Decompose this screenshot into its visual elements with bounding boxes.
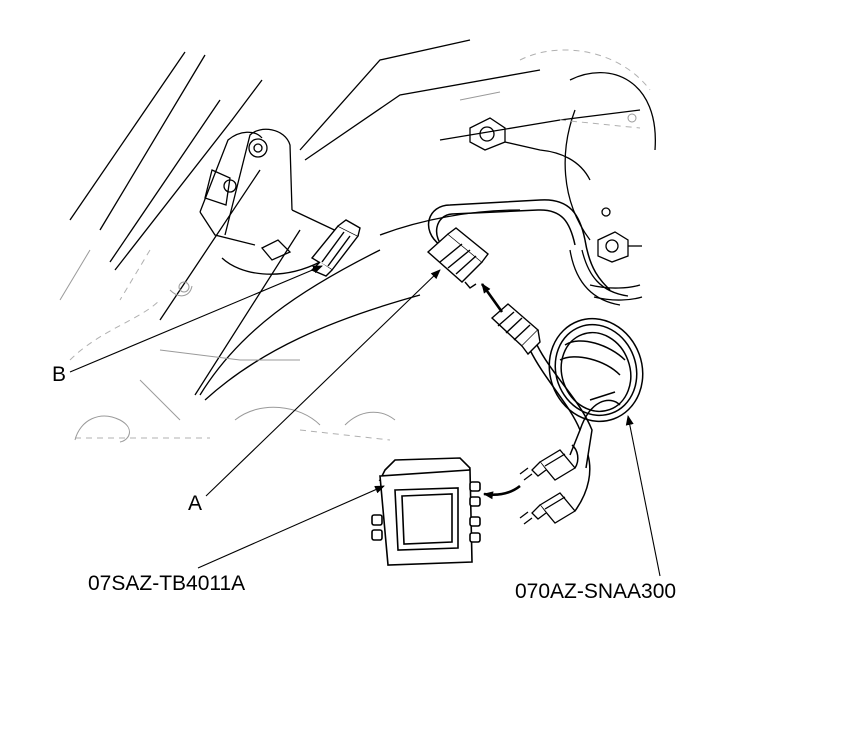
harness-part-number: 070AZ-SNAA300 <box>515 580 677 603</box>
leader-lines <box>69 265 661 577</box>
callout-a: A <box>188 492 203 515</box>
assembly-arrows <box>480 283 521 500</box>
bullet-connector-upper <box>519 449 576 481</box>
control-unit-box <box>371 457 481 566</box>
background-hidden-lines <box>69 49 651 441</box>
callout-b: B <box>52 363 67 386</box>
arrow-connect-unit <box>483 484 521 500</box>
harness-connector-inline <box>490 303 541 356</box>
leader-b <box>69 265 323 373</box>
background-light-lines <box>59 91 637 443</box>
harness-wires <box>427 199 621 469</box>
connector-a <box>426 227 489 289</box>
leader-unit <box>197 485 385 569</box>
leader-harness <box>625 415 661 577</box>
bullet-connector-wires <box>571 444 591 512</box>
unit-part-number: 07SAZ-TB4011A <box>88 572 246 595</box>
bullet-connector-lower <box>519 492 576 525</box>
leader-a <box>205 269 441 497</box>
arrow-connect-a <box>480 283 504 313</box>
harness-coil <box>548 317 644 423</box>
